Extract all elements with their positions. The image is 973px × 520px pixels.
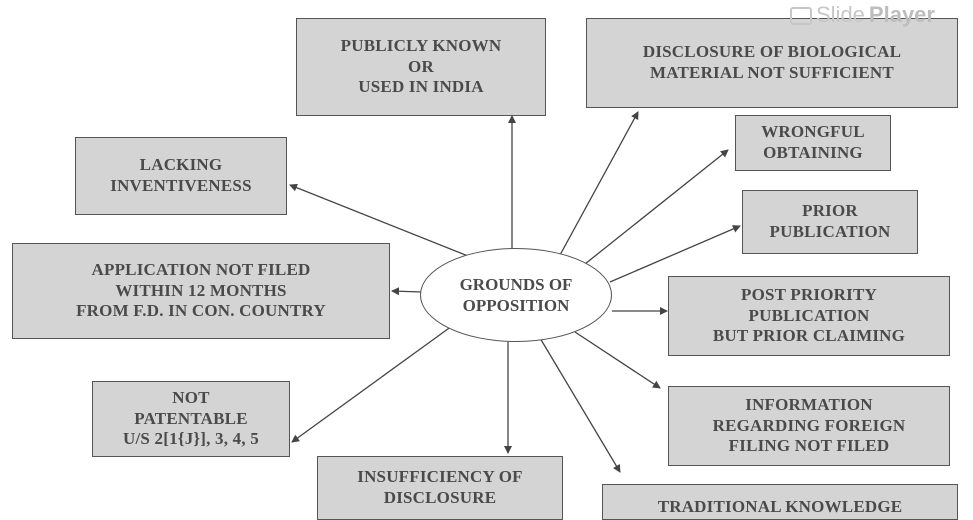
ground-post-priority-publication: POST PRIORITY PUBLICATION BUT PRIOR CLAI… xyxy=(668,276,950,356)
arrow-wrongful-obtaining xyxy=(584,149,729,265)
ground-lacking-inventiveness: LACKING INVENTIVENESS xyxy=(75,137,287,215)
ground-biological-material: DISCLOSURE OF BIOLOGICAL MATERIAL NOT SU… xyxy=(586,18,958,108)
arrow-biological-material xyxy=(559,111,639,256)
ground-not-patentable: NOT PATENTABLE U/S 2[1{J}], 3, 4, 5 xyxy=(92,381,290,457)
arrow-application-not-filed xyxy=(391,287,423,296)
arrow-lacking-inventiveness xyxy=(289,183,469,257)
center-node-grounds-of-opposition: GROUNDS OF OPPOSITION xyxy=(420,248,612,342)
arrow-not-patentable xyxy=(291,325,453,443)
watermark-brand: Player xyxy=(868,2,935,27)
arrow-prior-publication xyxy=(609,225,741,283)
ground-wrongful-obtaining: WRONGFUL OBTAINING xyxy=(735,115,891,171)
ground-prior-publication: PRIOR PUBLICATION xyxy=(742,190,918,254)
ground-publicly-known: PUBLICLY KNOWN OR USED IN INDIA xyxy=(296,18,546,116)
ground-insufficiency-of-disclosure: INSUFFICIENCY OF DISCLOSURE xyxy=(317,456,563,520)
arrow-foreign-filing xyxy=(574,331,661,389)
slideplayer-logo-icon xyxy=(790,7,812,25)
arrow-traditional-knowledge xyxy=(539,337,621,473)
ground-application-not-filed: APPLICATION NOT FILED WITHIN 12 MONTHS F… xyxy=(12,243,390,339)
ground-foreign-filing: INFORMATION REGARDING FOREIGN FILING NOT… xyxy=(668,386,950,466)
watermark-prefix: Slide xyxy=(816,2,865,27)
ground-traditional-knowledge: TRADITIONAL KNOWLEDGE xyxy=(602,484,958,520)
